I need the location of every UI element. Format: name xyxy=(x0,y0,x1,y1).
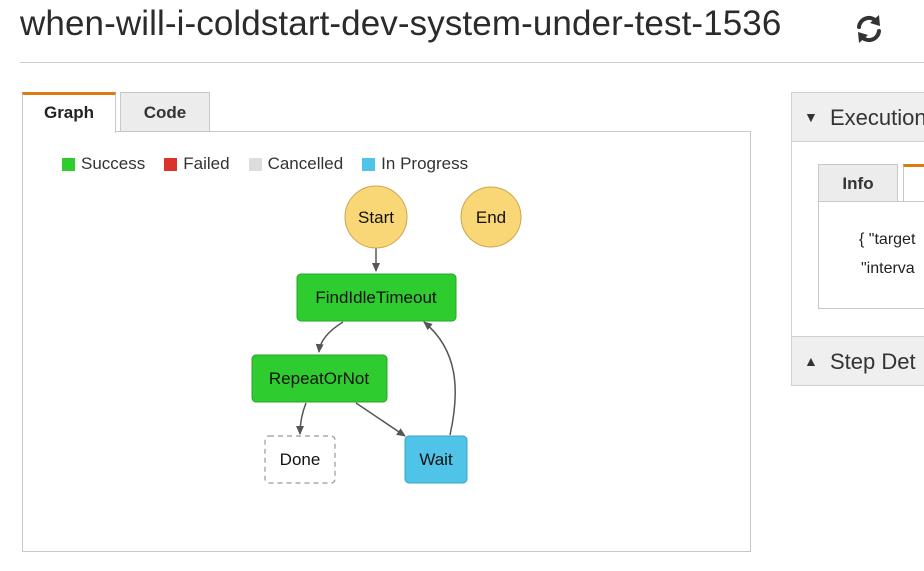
legend-swatch-cancelled xyxy=(248,157,262,171)
tab-graph[interactable]: Graph xyxy=(22,92,116,133)
state-machine-graph: Start End FindIdleTimeout RepeatOrNot Do… xyxy=(251,185,522,484)
legend: Success Failed Cancelled In Progress xyxy=(62,154,487,174)
node-done[interactable]: Done xyxy=(264,435,336,484)
tab-active-cutoff[interactable] xyxy=(903,164,924,202)
legend-item-in-progress: In Progress xyxy=(362,154,468,174)
node-start-label: Start xyxy=(358,208,394,227)
legend-swatch-in-progress xyxy=(362,157,376,171)
caret-up-icon: ▲ xyxy=(804,353,818,369)
node-done-label: Done xyxy=(280,450,321,469)
node-end[interactable]: End xyxy=(460,186,522,248)
legend-label-in-progress: In Progress xyxy=(381,154,469,173)
legend-swatch-failed xyxy=(164,157,178,171)
edge-findidletimeout-repeatornot xyxy=(315,321,344,353)
node-wait-label: Wait xyxy=(419,450,453,469)
node-findidletimeout[interactable]: FindIdleTimeout xyxy=(296,273,457,322)
legend-label-failed: Failed xyxy=(183,154,230,173)
node-end-label: End xyxy=(476,208,506,227)
execution-input-content: { "target "interva xyxy=(818,201,924,309)
node-repeatornot-label: RepeatOrNot xyxy=(269,369,369,388)
legend-swatch-success xyxy=(62,157,75,171)
code-line-2: "interva xyxy=(861,260,915,277)
step-details-header[interactable]: ▲ Step Det xyxy=(791,336,924,386)
title-divider xyxy=(20,62,924,63)
legend-item-failed: Failed xyxy=(164,154,230,174)
execution-panel-title: Execution xyxy=(830,105,924,130)
refresh-icon[interactable] xyxy=(852,12,886,46)
edge-repeatornot-wait xyxy=(355,402,406,437)
legend-item-success: Success xyxy=(62,154,145,174)
node-repeatornot[interactable]: RepeatOrNot xyxy=(251,354,388,403)
tab-code[interactable]: Code xyxy=(120,92,210,132)
tab-info[interactable]: Info xyxy=(818,164,898,202)
legend-label-success: Success xyxy=(81,154,146,173)
code-line-1: { "target xyxy=(859,231,916,248)
node-findidletimeout-label: FindIdleTimeout xyxy=(315,288,437,307)
legend-item-cancelled: Cancelled xyxy=(248,154,344,174)
node-start[interactable]: Start xyxy=(344,185,408,249)
edge-wait-findidletimeout xyxy=(423,321,457,436)
edge-repeatornot-done xyxy=(296,402,307,435)
node-wait[interactable]: Wait xyxy=(404,435,468,484)
legend-label-cancelled: Cancelled xyxy=(267,154,344,173)
execution-panel-header[interactable]: ▼ Execution xyxy=(791,92,924,142)
step-details-title: Step Det xyxy=(830,349,916,374)
page-title: when-will-i-coldstart-dev-system-under-t… xyxy=(20,4,782,43)
caret-down-icon: ▼ xyxy=(804,109,818,125)
